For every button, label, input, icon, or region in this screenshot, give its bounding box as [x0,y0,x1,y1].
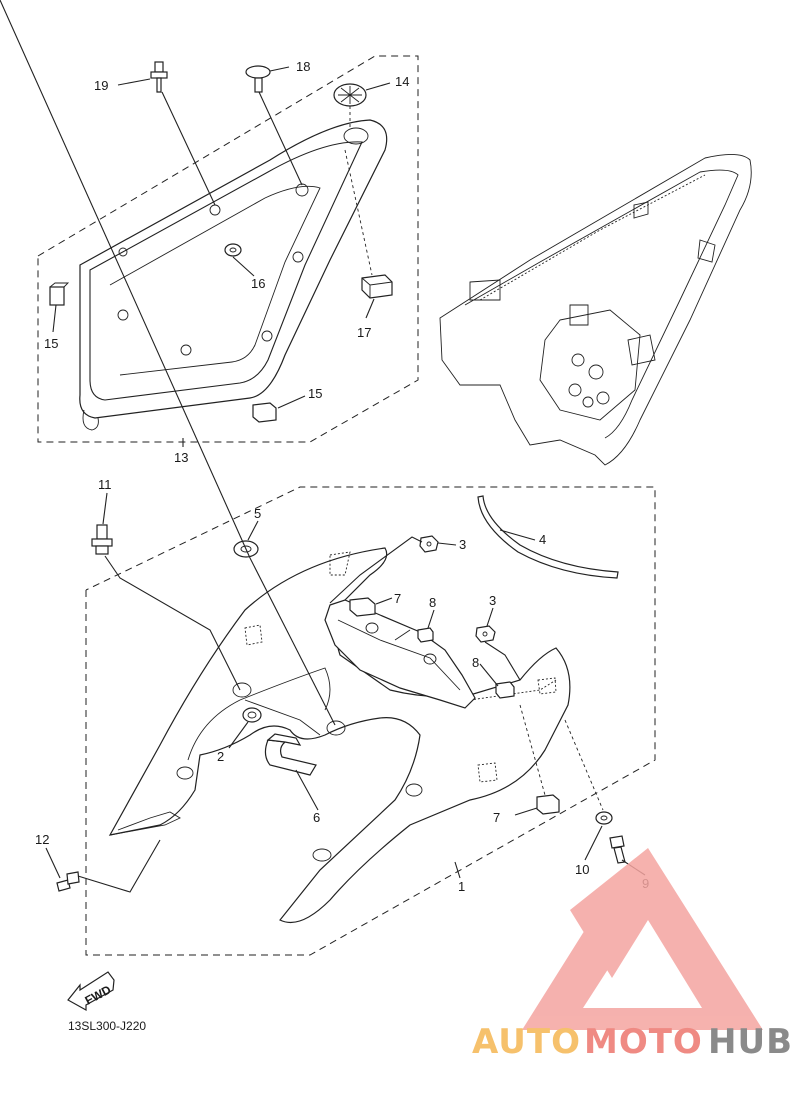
damper-15-left [49,282,70,306]
leader-lines-bottom [0,0,646,893]
label-15-left: 15 [44,336,58,351]
label-19: 19 [94,78,108,93]
reference-code: 13SL300-J220 [68,1019,146,1033]
leader-lines-top [52,66,391,409]
nut-3-mid [475,625,496,643]
bolt-11 [91,524,113,555]
wordmark-auto: AUTO [472,1022,581,1062]
collar-2 [242,707,262,723]
damper-7-bottom [536,794,560,815]
label-7-bottom: 7 [493,810,500,825]
bolt-19 [150,61,168,93]
label-16: 16 [251,276,265,291]
rear-frame-reference [439,154,752,466]
damper-7-top [349,597,376,617]
damper-8-mid [495,681,515,699]
label-3-top: 3 [459,537,466,552]
label-18: 18 [296,59,310,74]
label-2: 2 [217,749,224,764]
label-10: 10 [575,862,589,877]
label-17: 17 [357,325,371,340]
part-labels: 19 18 14 16 17 15 15 13 11 5 3 4 7 8 3 8… [35,59,649,894]
automotohub-logo-icon [522,848,763,1030]
group-13-outline [37,55,419,443]
collar-10 [595,811,613,825]
label-15-bottom: 15 [308,386,322,401]
screw-9 [609,835,626,864]
screw-18 [245,65,271,93]
trim-strip-4 [477,495,619,579]
label-1: 1 [458,879,465,894]
label-4: 4 [539,532,546,547]
label-11: 11 [98,477,112,492]
hose-6 [264,733,317,776]
collar-16 [224,243,242,257]
damper-8-top [417,627,434,643]
damper-17 [361,274,393,299]
nut-3-top [419,535,439,553]
inner-panel [324,599,476,709]
label-13: 13 [174,450,188,465]
label-8-mid: 8 [472,655,479,670]
wordmark-moto: MOTO [584,1022,703,1062]
side-cover-bracket-13 [79,119,388,431]
grommet-14 [333,83,367,107]
wordmark-hub: HUB [708,1022,793,1062]
automotohub-wordmark: AUTO MOTO HUB [472,1022,793,1062]
label-14: 14 [395,74,409,89]
rivet-12 [56,871,80,892]
label-6: 6 [313,810,320,825]
group-1-outline [85,486,656,956]
label-5: 5 [254,506,261,521]
label-7-top: 7 [394,591,401,606]
fwd-arrow-icon: FWD [67,971,115,1012]
label-3-mid: 3 [489,593,496,608]
label-8-top: 8 [429,595,436,610]
label-12: 12 [35,832,49,847]
damper-15-bottom [252,402,277,423]
